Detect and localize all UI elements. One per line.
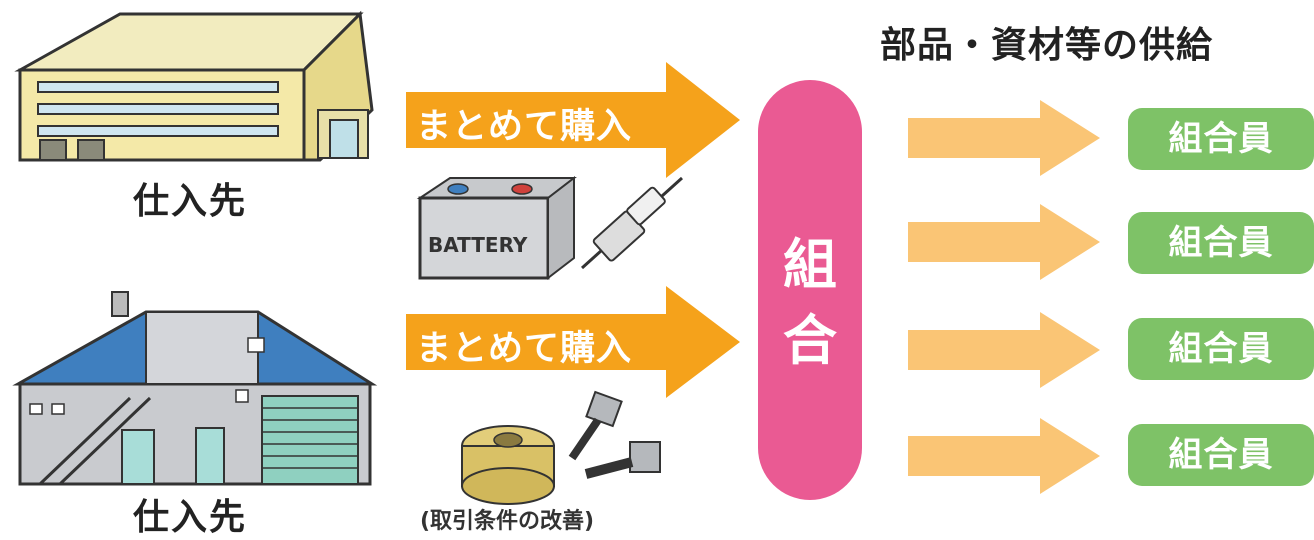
bolts-illustration	[568, 390, 661, 479]
battery-illustration: BATTERY	[416, 175, 577, 281]
supplier-label-1: 仕入先	[132, 181, 247, 222]
battery-label: BATTERY	[428, 233, 528, 257]
warehouse-illustration	[12, 291, 378, 486]
supply-arrow-2	[908, 204, 1100, 280]
spark-plug-illustration	[580, 176, 684, 270]
terms-improvement-note: (取引条件の改善)	[420, 509, 595, 534]
purchase-arrow-label-bottom: まとめて購入	[416, 329, 633, 369]
supply-arrow-3	[908, 312, 1100, 388]
purchase-arrow-top	[406, 62, 740, 178]
gear-illustration	[461, 425, 555, 505]
supply-arrow-4	[908, 418, 1100, 494]
member-box-4: 組合員	[1128, 424, 1314, 486]
member-box-1: 組合員	[1128, 108, 1314, 170]
union-char-1: 組	[783, 233, 837, 296]
member-box-2: 組合員	[1128, 212, 1314, 274]
member-box-3: 組合員	[1128, 318, 1314, 380]
purchase-arrow-bottom	[406, 286, 740, 398]
supply-arrow-1	[908, 100, 1100, 176]
supplier-label-2: 仕入先	[132, 497, 247, 538]
purchase-arrow-label-top: まとめて購入	[416, 107, 633, 147]
supply-title: 部品・資材等の供給	[880, 25, 1214, 66]
union-char-2: 合	[783, 309, 837, 372]
office-building-illustration	[14, 10, 374, 162]
union-node: 組 合	[758, 80, 862, 500]
